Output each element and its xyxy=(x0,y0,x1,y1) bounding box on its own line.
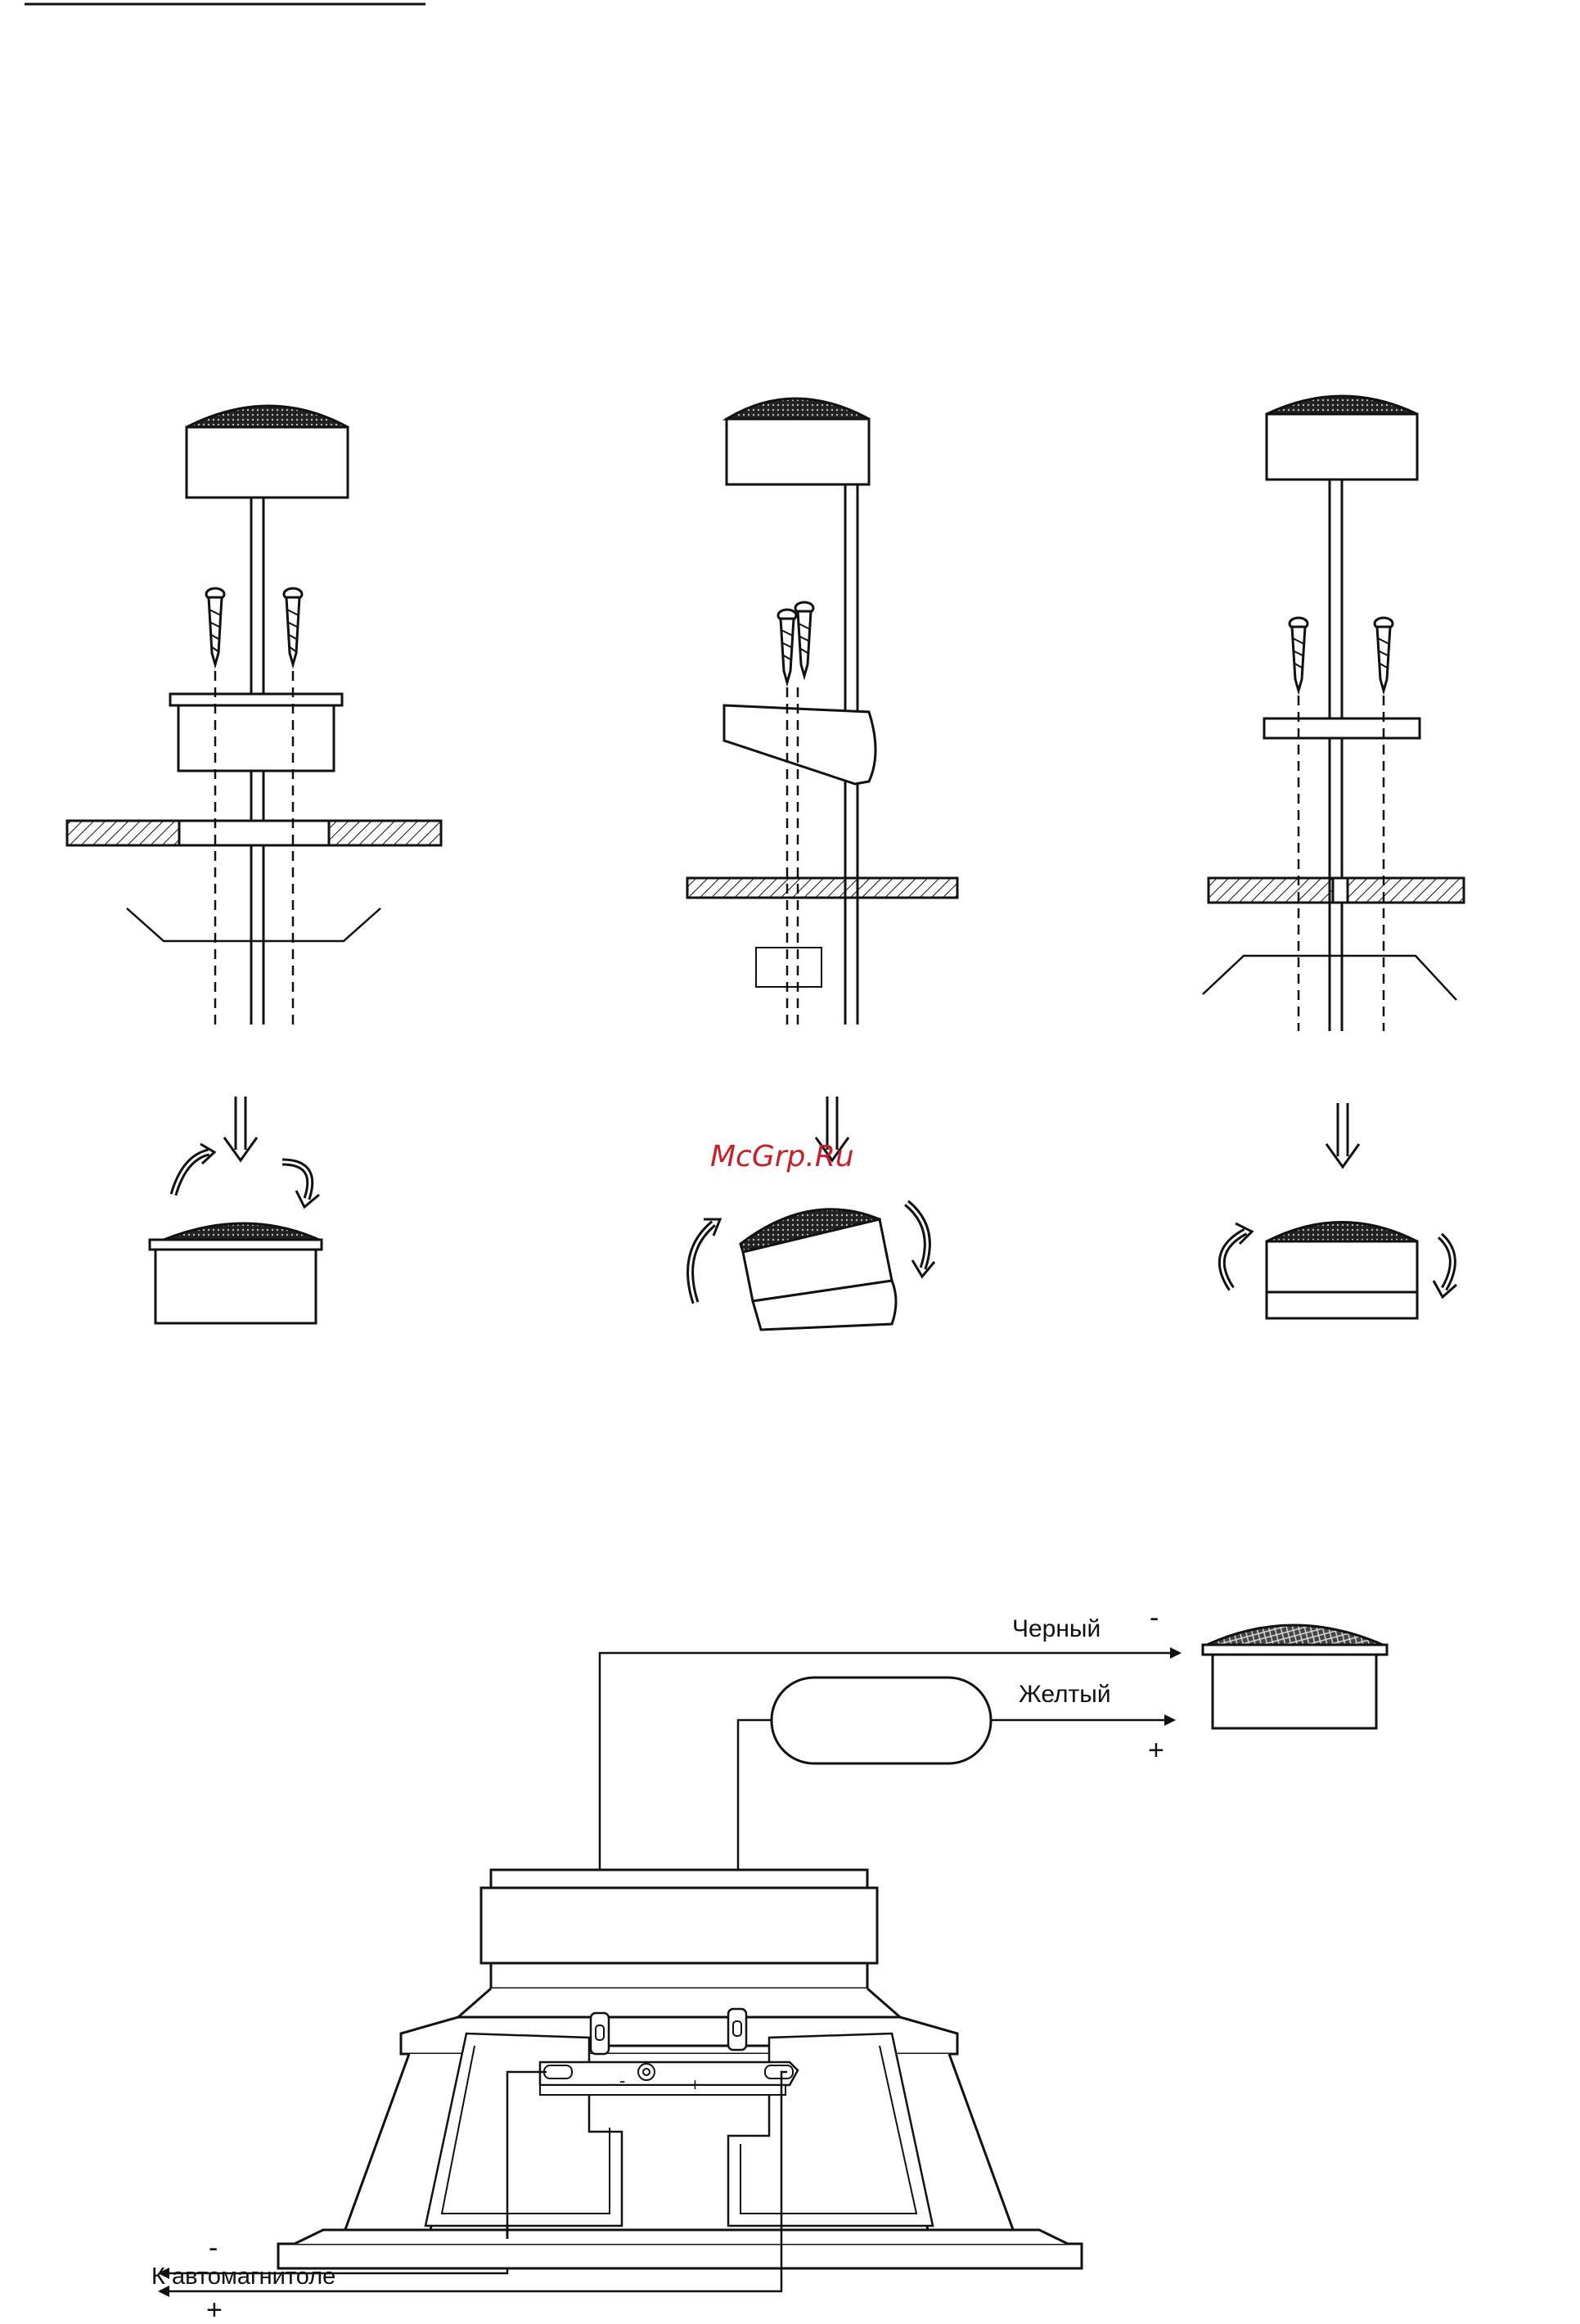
flush-ring xyxy=(1264,718,1420,738)
tweeter-c xyxy=(1267,396,1417,480)
screw-icon xyxy=(1290,618,1308,691)
mount-method-b xyxy=(687,399,957,1330)
speaker-base xyxy=(278,2244,1082,2268)
assembled-tweeter-a xyxy=(150,1223,322,1323)
terminal-minus-sign: - xyxy=(619,2070,625,2091)
tweeter-b xyxy=(727,399,869,484)
headunit-plus-sign: + xyxy=(206,2295,223,2320)
rotate-arrow-icon xyxy=(173,1152,209,1195)
screw-icon xyxy=(206,588,224,664)
assembled-tweeter-b xyxy=(740,1209,896,1330)
headunit-minus-sign: - xyxy=(209,2232,218,2263)
wiring-diagram xyxy=(160,1625,1387,2291)
screw-icon xyxy=(795,602,813,676)
tweeter-wired xyxy=(1203,1625,1387,1728)
panel-hatched xyxy=(1209,878,1333,903)
to-headunit-label: К автомагнитоле xyxy=(151,2263,335,2290)
tweeter-a xyxy=(187,406,348,498)
screw-icon xyxy=(1375,618,1393,691)
down-arrow-icon xyxy=(1326,1103,1359,1167)
mount-method-a xyxy=(67,406,441,1323)
angled-spacer xyxy=(724,705,876,784)
yellow-wire-sign: + xyxy=(1148,1735,1164,1766)
terminal-plus-sign: + xyxy=(690,2074,700,2095)
crossover-capsule xyxy=(772,1678,991,1763)
black-wire-sign: - xyxy=(1150,1602,1159,1633)
surface-cup xyxy=(170,694,342,705)
mount-method-c xyxy=(1203,396,1464,1318)
panel-hatched xyxy=(67,821,179,845)
assembled-tweeter-c xyxy=(1267,1223,1417,1319)
crossover-block xyxy=(756,948,822,987)
yellow-wire-label: Желтый xyxy=(1019,1681,1111,1708)
screw-icon xyxy=(778,610,796,682)
black-wire-label: Черный xyxy=(1012,1615,1101,1642)
rotate-arrow-icon xyxy=(282,1162,310,1199)
watermark: McGrp.Ru xyxy=(710,1140,854,1173)
down-arrow-icon xyxy=(224,1097,257,1160)
panel-hatched xyxy=(687,878,957,898)
screw-icon xyxy=(284,588,302,664)
